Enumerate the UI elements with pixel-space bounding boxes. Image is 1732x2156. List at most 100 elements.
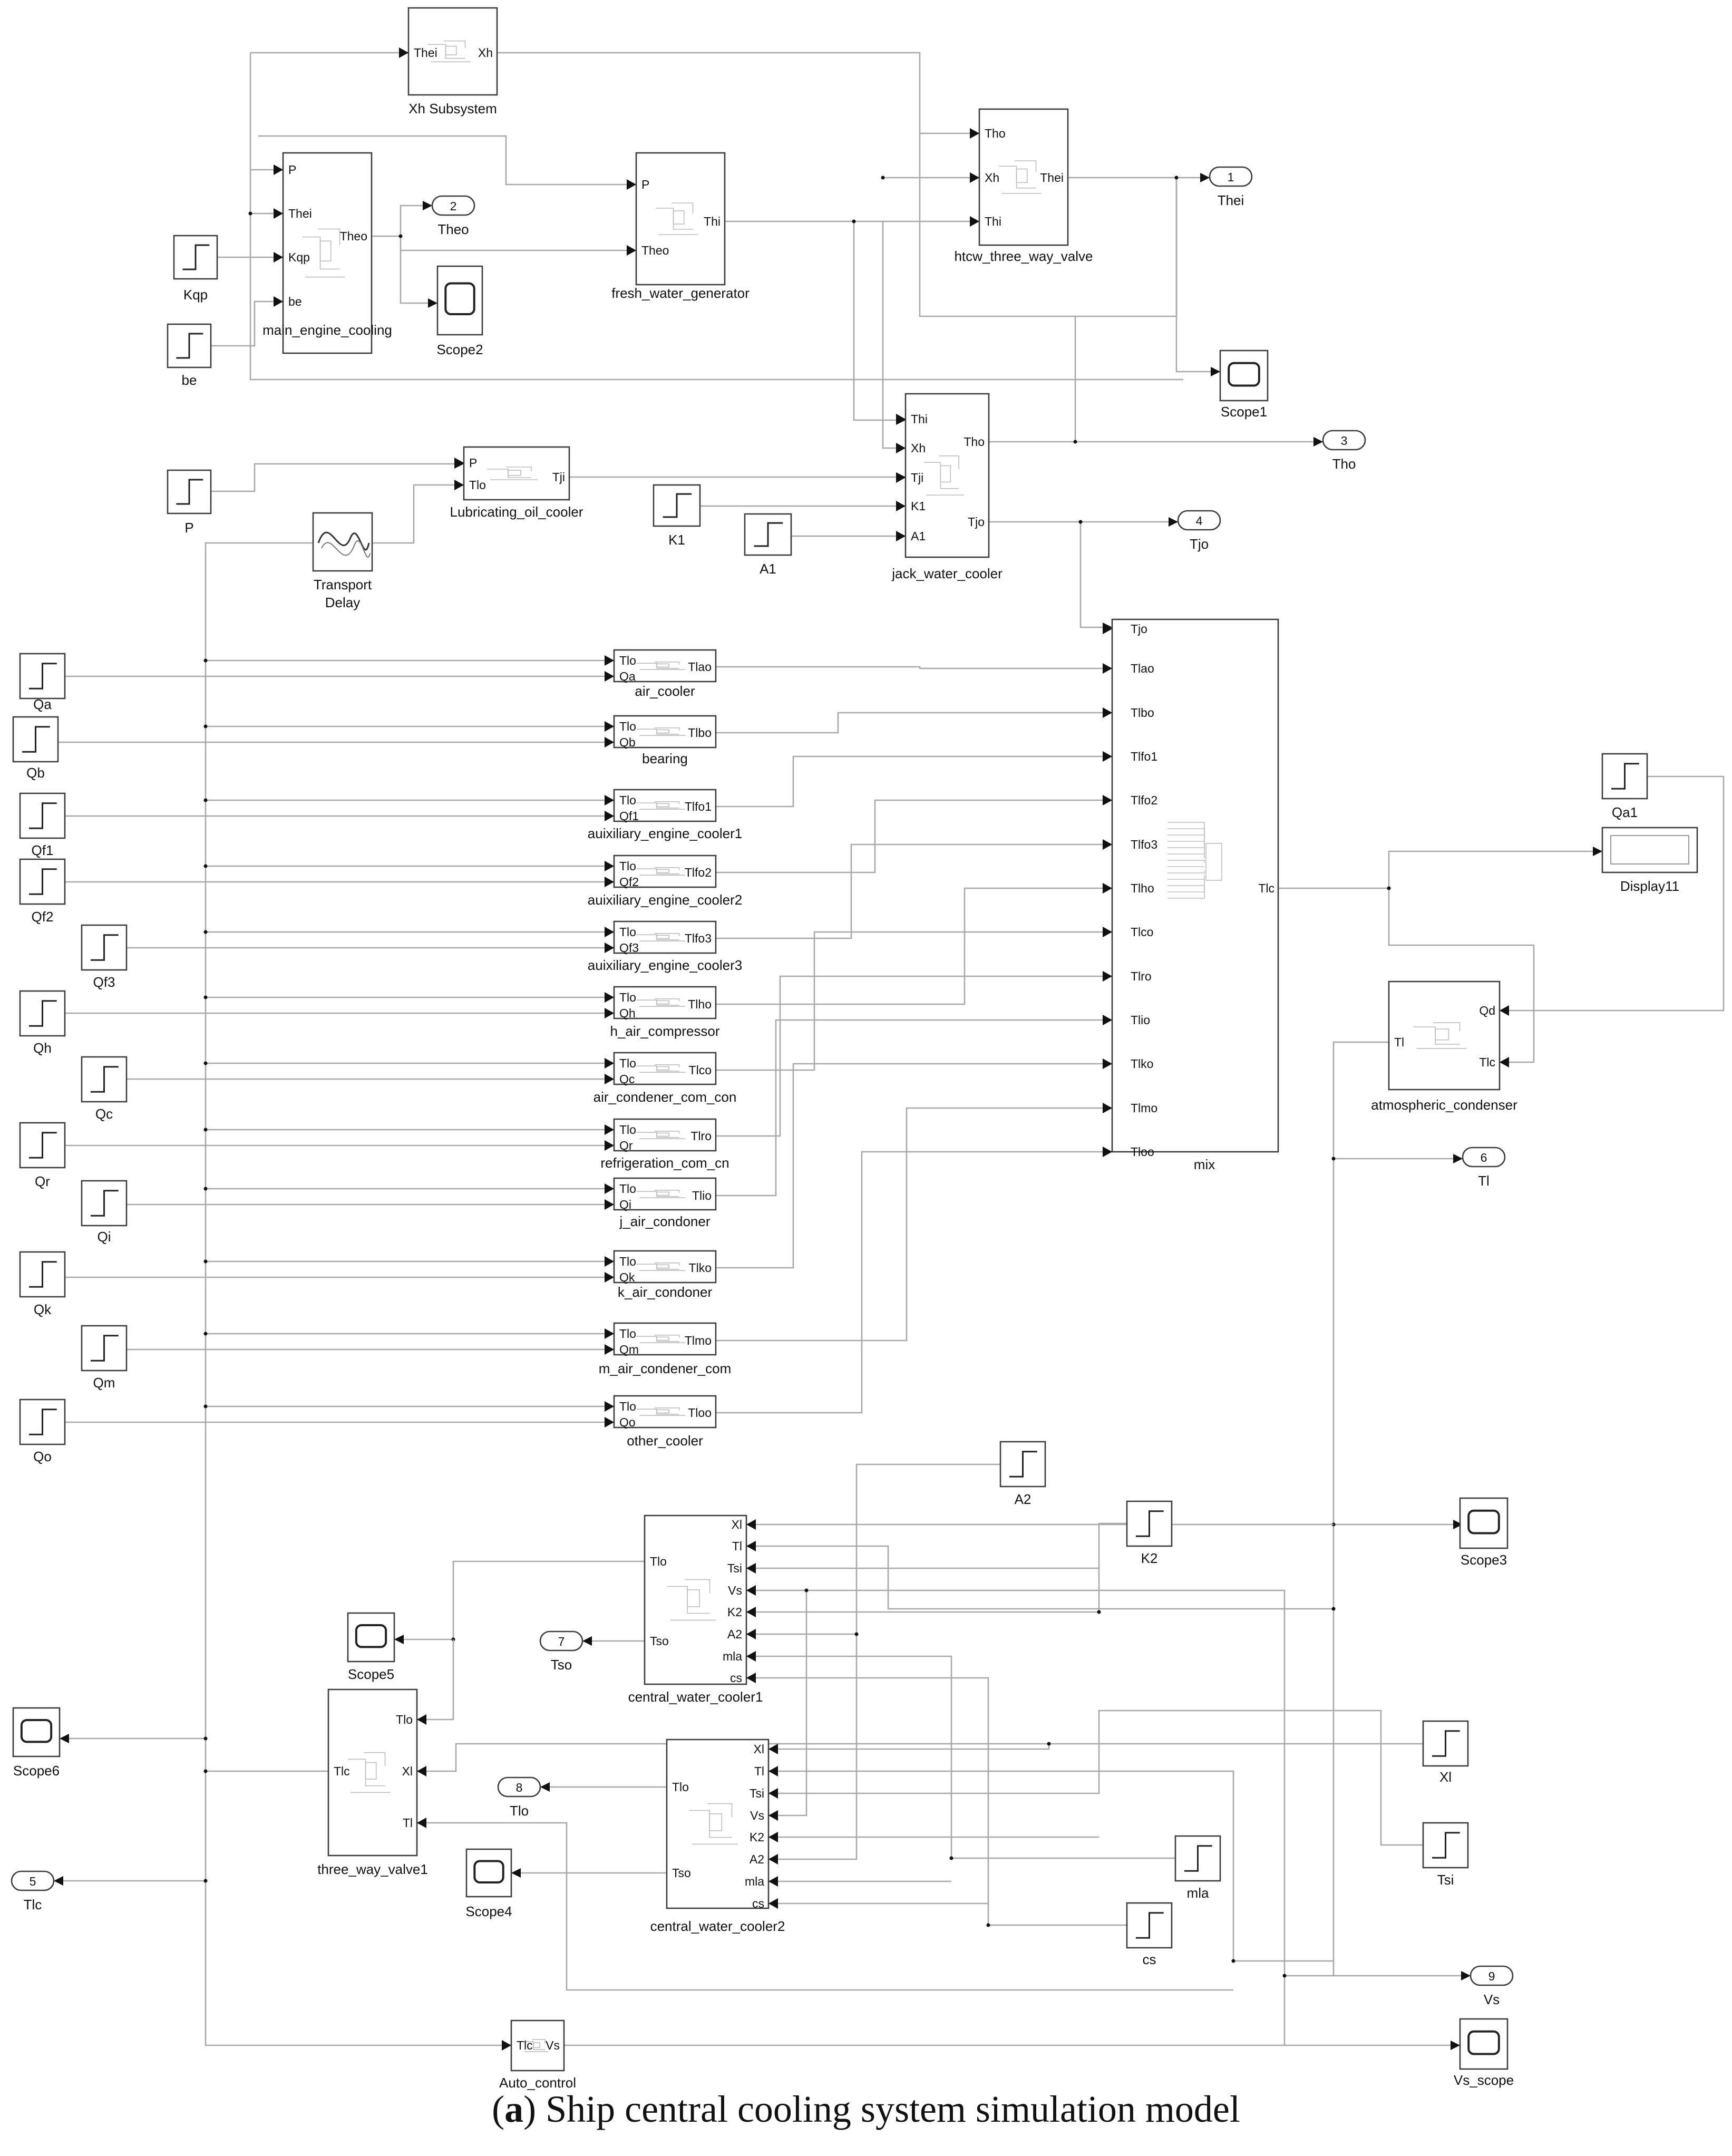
caption-text: Ship central cooling system simulation m… <box>536 2088 1240 2130</box>
scope-block-Scope5[interactable]: Scope5 <box>347 1612 395 1682</box>
scope-block-Scope2[interactable]: Scope2 <box>436 265 483 357</box>
auto-port-Tlc: Tlc <box>517 2038 533 2052</box>
branch-point <box>1174 176 1179 180</box>
step-block-Qa1[interactable]: Qa1 <box>1601 753 1648 820</box>
step-block-Qr[interactable]: Qr <box>19 1122 66 1189</box>
step-block-Tsi[interactable]: Tsi <box>1422 1822 1469 1888</box>
outport-label-6: Tl <box>1478 1173 1490 1189</box>
htcw-frame <box>978 108 1069 246</box>
step-label-Qm: Qm <box>93 1375 115 1391</box>
step-block-Qf1[interactable]: Qf1 <box>19 792 66 858</box>
step-label-Qc: Qc <box>95 1106 113 1122</box>
port-arrow <box>970 172 979 183</box>
cwc1-block[interactable]: XlTlTsiVsK2A2mlacsTloTsocentral_water_co… <box>628 1514 763 1705</box>
step-block-cs[interactable]: cs <box>1126 1902 1173 1967</box>
cwc1-internal-box <box>687 1589 700 1607</box>
step-icon <box>182 244 210 270</box>
step-block-mla[interactable]: mla <box>1174 1835 1221 1901</box>
aec1-port-Tlo: Tlo <box>619 793 636 807</box>
port-arrow <box>1103 839 1112 850</box>
step-block-Xl[interactable]: Xl <box>1422 1720 1469 1785</box>
scope-block-Scope1[interactable]: Scope1 <box>1219 349 1269 420</box>
port-arrow <box>605 1074 614 1084</box>
mac-port-Qm: Qm <box>619 1343 639 1356</box>
outport-6[interactable]: 6Tl <box>1462 1147 1506 1189</box>
signal-line <box>205 542 506 2046</box>
step-block-be[interactable]: be <box>167 323 212 388</box>
branch-point <box>203 1769 208 1773</box>
branch-point <box>203 1187 208 1191</box>
outport-9[interactable]: 9Vs <box>1470 1965 1514 2007</box>
step-block-A1[interactable]: A1 <box>744 513 792 577</box>
scope-block-Scope3[interactable]: Scope3 <box>1459 1497 1509 1568</box>
step-block-Qa[interactable]: Qa <box>19 653 66 712</box>
step-label-cs: cs <box>1143 1951 1156 1967</box>
kac-frame <box>613 1250 717 1284</box>
scope-block-Scope4[interactable]: Scope4 <box>465 1848 512 1919</box>
aec2-name: auixiliary_engine_cooler2 <box>588 892 742 908</box>
scope-block-Vs_scope[interactable]: Vs_scope <box>1454 2018 1514 2088</box>
scope-label-Scope3: Scope3 <box>1461 1552 1507 1568</box>
step-frame <box>999 1441 1046 1488</box>
step-block-Qk[interactable]: Qk <box>19 1251 66 1317</box>
step-block-Qh[interactable]: Qh <box>19 990 66 1056</box>
step-label-A1: A1 <box>760 561 776 577</box>
mix-block[interactable]: TjoTlaoTlboTlfo1Tlfo2Tlfo3TlhoTlcoTlroTl… <box>1111 618 1279 1172</box>
step-block-Qc[interactable]: Qc <box>81 1056 128 1122</box>
display-block[interactable]: Display11 <box>1601 827 1698 894</box>
step-block-Qm[interactable]: Qm <box>81 1325 128 1391</box>
step-block-Qb[interactable]: Qb <box>12 716 59 781</box>
signal-line <box>768 1766 1334 1962</box>
branch-point <box>203 864 208 868</box>
cwc1-port-Xl: Xl <box>732 1518 742 1531</box>
outport-number-5: 5 <box>30 1875 36 1888</box>
step-block-K2[interactable]: K2 <box>1126 1500 1173 1566</box>
step-block-K1[interactable]: K1 <box>653 484 701 548</box>
port-arrow <box>1103 751 1112 762</box>
cwc2-block[interactable]: XlTlTsiVsK2A2mlacsTloTsocentral_water_co… <box>650 1739 785 1934</box>
step-block-Qf3[interactable]: Qf3 <box>81 924 128 990</box>
step-block-A2[interactable]: A2 <box>999 1441 1046 1507</box>
outport-shape <box>1209 166 1253 187</box>
port-arrow <box>605 861 614 871</box>
step-block-Qf2[interactable]: Qf2 <box>19 858 66 925</box>
signal-line <box>746 1541 1334 1610</box>
loc-name: Lubricating_oil_cooler <box>450 504 583 520</box>
branch-point <box>1231 1959 1235 1963</box>
mix-port-Tjo: Tjo <box>1131 622 1147 636</box>
step-block-Kqp[interactable]: Kqp <box>173 235 218 303</box>
step-block-P[interactable]: P <box>167 469 212 536</box>
step-block-Qo[interactable]: Qo <box>19 1399 66 1464</box>
scope-block-Scope6[interactable]: Scope6 <box>12 1707 61 1779</box>
step-block-Qi[interactable]: Qi <box>81 1180 128 1245</box>
